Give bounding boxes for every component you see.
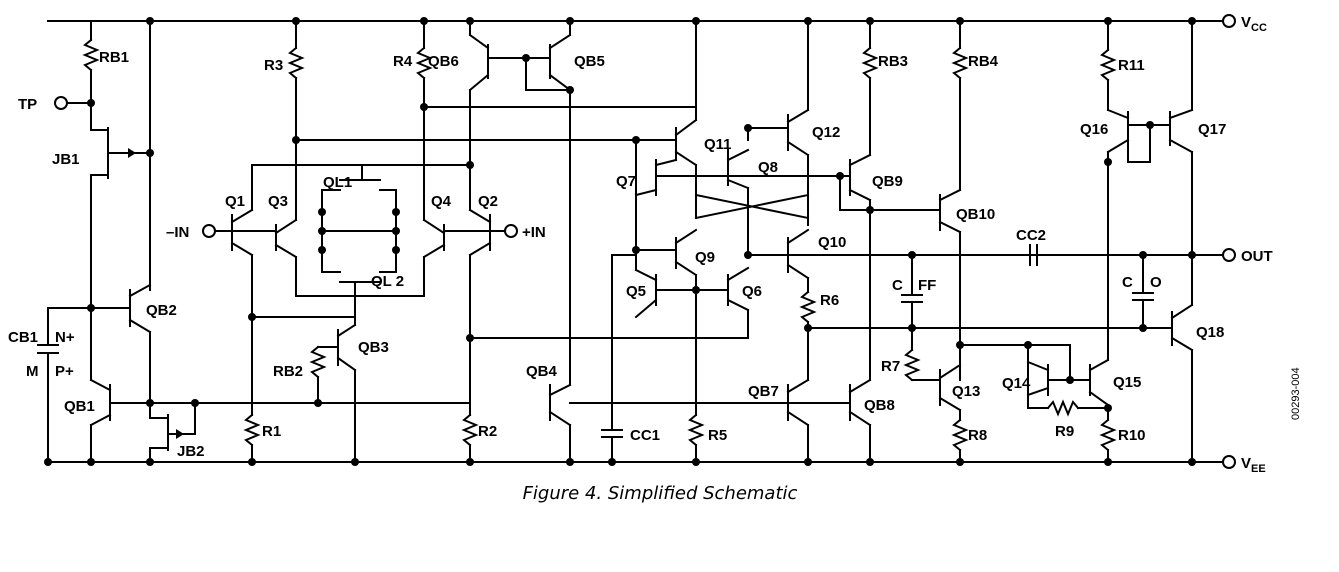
- label-jb1: JB1: [52, 151, 80, 168]
- label-r11: R11: [1118, 57, 1145, 74]
- label-qb7: QB7: [748, 383, 779, 400]
- label-ql2: QL 2: [371, 273, 404, 290]
- label-q10: Q10: [818, 234, 846, 251]
- label-q8: Q8: [758, 159, 778, 176]
- label-co-o: O: [1150, 274, 1162, 291]
- label-q16: Q16: [1080, 121, 1108, 138]
- label-r9: R9: [1055, 423, 1074, 440]
- label-rb4: RB4: [968, 53, 999, 70]
- label-qb8: QB8: [864, 397, 895, 414]
- label-qb10: QB10: [956, 206, 995, 223]
- label-q12: Q12: [812, 124, 840, 141]
- label-rb1: RB1: [99, 49, 129, 66]
- label-cff-c: C: [892, 277, 903, 294]
- label-cb1: CB1: [8, 329, 38, 346]
- label-cff-ff: FF: [918, 277, 936, 294]
- label-ql1: QL1: [323, 174, 352, 191]
- label-qb3: QB3: [358, 339, 389, 356]
- inv-input-label: –IN: [166, 224, 189, 241]
- label-co-c: C: [1122, 274, 1133, 291]
- current-mirror: [468, 20, 572, 463]
- label-q4: Q4: [431, 193, 452, 210]
- label-r1: R1: [262, 423, 281, 440]
- label-cc1: CC1: [630, 427, 660, 444]
- vee-rail: [47, 455, 1236, 469]
- label-n-plus: N+: [55, 329, 75, 346]
- label-r3: R3: [264, 57, 283, 74]
- label-r7: R7: [881, 358, 900, 375]
- label-jb2: JB2: [177, 443, 205, 460]
- output-stage: [807, 20, 1194, 463]
- label-r5: R5: [708, 427, 727, 444]
- input-stage: [202, 20, 749, 463]
- label-r2: R2: [478, 423, 497, 440]
- noninv-input-label: +IN: [522, 224, 546, 241]
- label-rb3: RB3: [878, 53, 908, 70]
- document-number: 00293-004: [1290, 367, 1302, 420]
- label-q17: Q17: [1198, 121, 1226, 138]
- label-qb9: QB9: [872, 173, 903, 190]
- label-r10: R10: [1118, 427, 1146, 444]
- label-cc2: CC2: [1016, 227, 1046, 244]
- label-m: M: [26, 363, 39, 380]
- label-qb6: QB6: [428, 53, 459, 70]
- figure-caption: Figure 4. Simplified Schematic: [522, 483, 798, 504]
- left-bias-network: [37, 20, 253, 463]
- gain-stage: [569, 20, 969, 463]
- label-q1: Q1: [225, 193, 245, 210]
- label-qb5: QB5: [574, 53, 605, 70]
- label-q18: Q18: [1196, 324, 1224, 341]
- out-label: OUT: [1241, 248, 1273, 265]
- label-q5: Q5: [626, 283, 646, 300]
- label-r8: R8: [968, 427, 987, 444]
- label-q13: Q13: [952, 383, 980, 400]
- label-q7: Q7: [616, 173, 636, 190]
- vee-label: VEE: [1241, 455, 1266, 475]
- label-qb2: QB2: [146, 302, 177, 319]
- label-q3: Q3: [268, 193, 288, 210]
- label-r4: R4: [393, 53, 413, 70]
- vcc-label: VCC: [1241, 14, 1267, 34]
- label-q15: Q15: [1113, 374, 1141, 391]
- junction-dots: [44, 17, 1196, 466]
- label-qb4: QB4: [526, 363, 558, 380]
- label-q6: Q6: [742, 283, 762, 300]
- label-p-plus: P+: [55, 363, 74, 380]
- label-q9: Q9: [695, 249, 715, 266]
- label-q2: Q2: [478, 193, 498, 210]
- label-qb1: QB1: [64, 398, 95, 415]
- label-rb2: RB2: [273, 363, 303, 380]
- tp-label: TP: [18, 96, 37, 113]
- label-q11: Q11: [704, 136, 732, 153]
- vcc-rail: [47, 14, 1236, 28]
- label-q14: Q14: [1002, 375, 1031, 392]
- label-r6: R6: [820, 292, 839, 309]
